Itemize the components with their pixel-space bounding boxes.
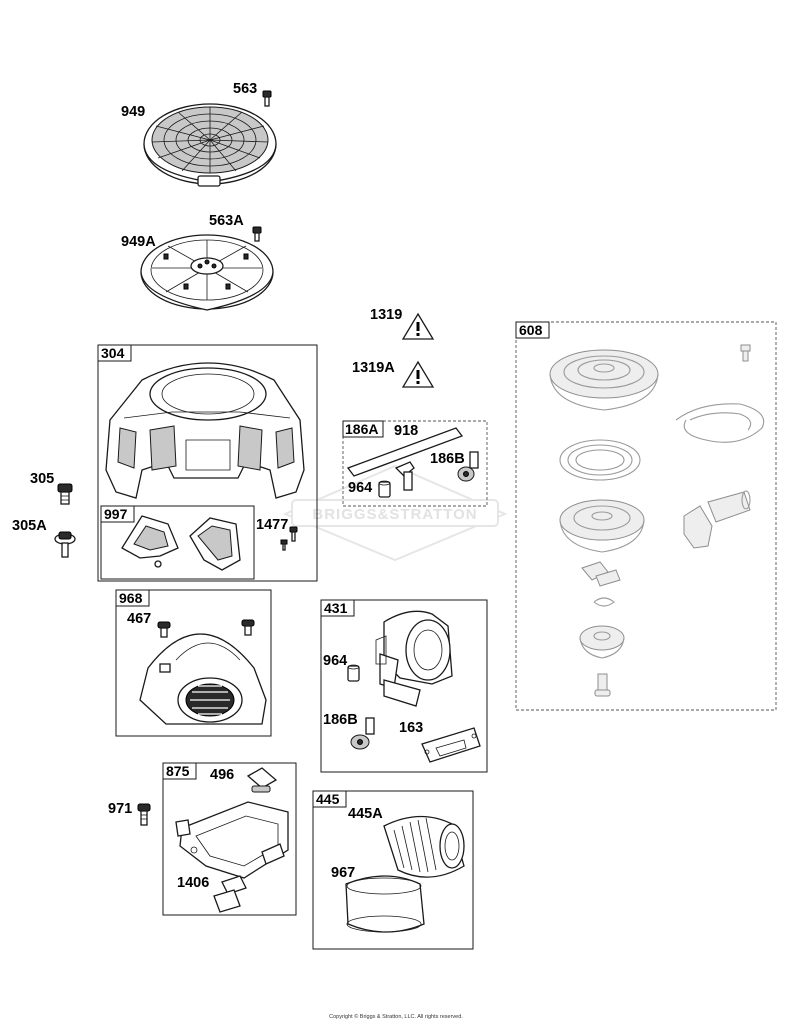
screw-563A bbox=[252, 226, 262, 242]
box-304-tag bbox=[97, 344, 132, 362]
screw-563 bbox=[262, 90, 272, 107]
label-918: 918 bbox=[394, 423, 418, 439]
label-875: 875 bbox=[166, 763, 190, 779]
label-445: 445 bbox=[316, 791, 340, 807]
filter-element-445A bbox=[383, 815, 465, 878]
box-431 bbox=[320, 599, 488, 773]
label-949: 949 bbox=[121, 104, 145, 120]
label-964b: 964 bbox=[323, 653, 347, 669]
label-967: 967 bbox=[331, 865, 355, 881]
label-964: 964 bbox=[348, 480, 372, 496]
label-186Bb: 186B bbox=[323, 712, 358, 728]
copyright-text: Copyright © Briggs & Stratton, LLC. All … bbox=[329, 1013, 463, 1020]
knob-467-right bbox=[241, 619, 255, 636]
air-cleaner-cover-968 bbox=[139, 633, 267, 725]
bolt-305A bbox=[54, 531, 76, 558]
label-1406: 1406 bbox=[177, 875, 209, 891]
watermark-text: BRIGGS&STRATTON bbox=[312, 506, 477, 523]
label-563: 563 bbox=[233, 81, 257, 97]
breather-tube-918 bbox=[346, 427, 464, 491]
label-949A: 949A bbox=[121, 234, 156, 250]
baffles-997 bbox=[121, 515, 241, 571]
label-608: 608 bbox=[519, 322, 543, 338]
box-875 bbox=[162, 762, 297, 916]
box-445-tag bbox=[312, 790, 347, 808]
blower-screen-949 bbox=[143, 103, 277, 187]
label-496: 496 bbox=[210, 767, 234, 783]
box-608-tag bbox=[515, 321, 550, 339]
pre-cleaner-967 bbox=[345, 875, 425, 933]
box-186A bbox=[342, 420, 488, 507]
label-163: 163 bbox=[399, 720, 423, 736]
label-1319A: 1319A bbox=[352, 360, 395, 376]
warning-label-1319 bbox=[401, 312, 435, 340]
box-968-tag bbox=[115, 589, 150, 607]
label-1319: 1319 bbox=[370, 307, 402, 323]
box-875-tag bbox=[162, 762, 197, 780]
box-997 bbox=[100, 505, 255, 580]
box-968 bbox=[115, 589, 272, 737]
label-968: 968 bbox=[119, 590, 143, 606]
bracket-875 bbox=[175, 801, 289, 879]
watermark-logo: BRIGGS&STRATTON bbox=[282, 464, 508, 562]
bolt-305 bbox=[57, 483, 73, 505]
warning-label-1319A bbox=[401, 360, 435, 388]
label-186B: 186B bbox=[430, 451, 465, 467]
fan-949A bbox=[140, 234, 274, 311]
box-997-tag bbox=[100, 505, 135, 523]
screw-971 bbox=[137, 803, 151, 826]
label-563A: 563A bbox=[209, 213, 244, 229]
knob-467-left bbox=[157, 621, 171, 638]
label-997: 997 bbox=[104, 506, 128, 522]
clip-1406 bbox=[213, 875, 247, 913]
gasket-163 bbox=[421, 727, 481, 763]
box-186A-tag bbox=[342, 420, 384, 438]
fitting-186Bb bbox=[350, 717, 375, 750]
screw-1477 bbox=[280, 526, 298, 551]
label-431: 431 bbox=[324, 600, 348, 616]
box-431-tag bbox=[320, 599, 355, 617]
blower-housing-304 bbox=[105, 362, 305, 499]
clamp-496 bbox=[246, 767, 278, 793]
grommet-964b bbox=[347, 664, 360, 682]
box-608 bbox=[515, 321, 777, 711]
box-445 bbox=[312, 790, 474, 950]
grommet-964 bbox=[378, 480, 391, 498]
box-304 bbox=[97, 344, 318, 582]
label-304: 304 bbox=[101, 345, 125, 361]
label-305: 305 bbox=[30, 471, 54, 487]
label-467: 467 bbox=[127, 611, 151, 627]
starter-parts-608 bbox=[549, 344, 765, 697]
label-305A: 305A bbox=[12, 518, 47, 534]
label-445A: 445A bbox=[348, 806, 383, 822]
fitting-186B bbox=[457, 451, 479, 482]
label-1477: 1477 bbox=[256, 517, 288, 533]
air-cleaner-base-431 bbox=[375, 610, 453, 707]
label-186A: 186A bbox=[345, 421, 378, 437]
label-971: 971 bbox=[108, 801, 132, 817]
